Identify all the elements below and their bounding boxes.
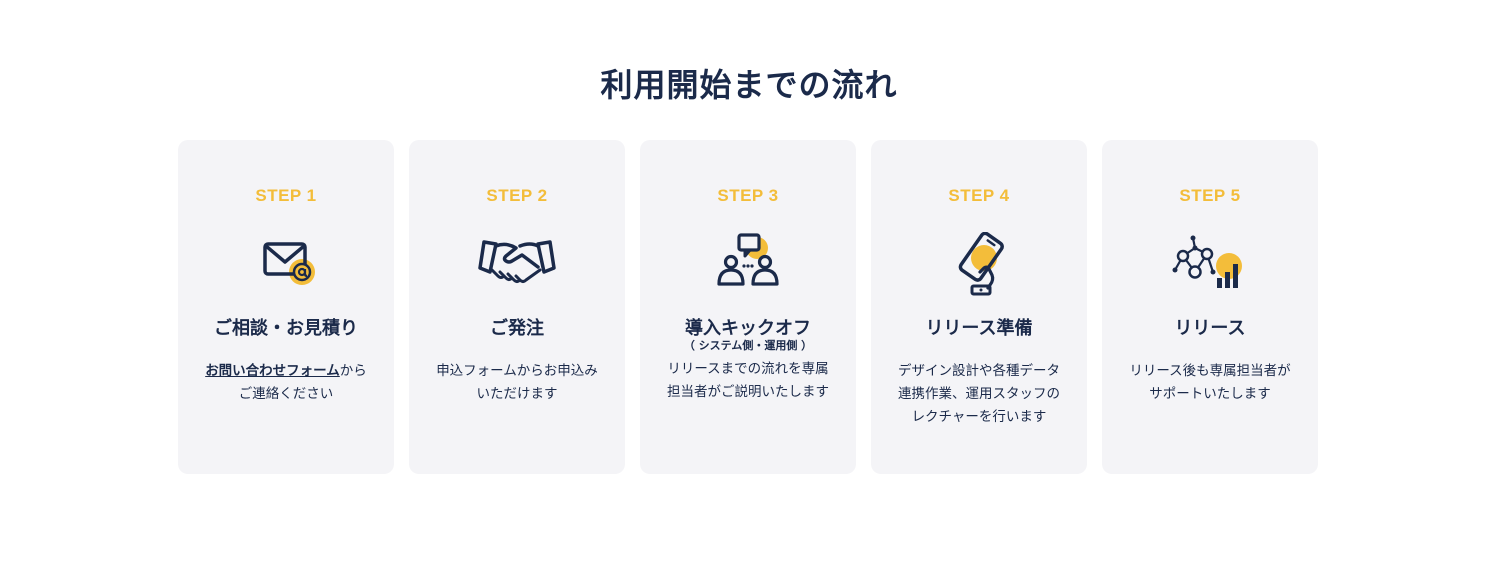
step-title: リリース	[1174, 318, 1246, 339]
step-title: ご発注	[490, 318, 544, 339]
step-card-2: STEP 2 ご発注 申込フォームからお申込み いただけます	[409, 140, 625, 474]
handshake-icon	[472, 232, 562, 296]
desc-line: 連携作業、運用スタッフの	[898, 386, 1060, 402]
step-label: STEP 1	[255, 186, 317, 205]
desc-line: リリースまでの流れを専属	[667, 361, 829, 377]
step-description: 申込フォームからお申込み いただけます	[419, 360, 615, 406]
inquiry-form-link[interactable]: お問い合わせフォーム	[205, 363, 340, 379]
step-title: 導入キックオフ	[685, 318, 811, 339]
steps-list: STEP 1 ご相談・お見積り お問い合わせフォームから ご連絡ください STE…	[178, 140, 1318, 474]
meeting-chat-icon	[703, 232, 793, 296]
desc-line: サポートいたします	[1149, 386, 1271, 402]
step-title: ご相談・お見積り	[214, 318, 358, 339]
network-chart-icon	[1165, 232, 1255, 296]
desc-line: 申込フォームからお申込み	[436, 363, 598, 379]
desc-line: レクチャーを行います	[911, 409, 1047, 425]
desc-line: ご連絡ください	[238, 386, 334, 402]
smartphone-hand-icon	[934, 232, 1024, 296]
desc-text: から	[339, 363, 367, 379]
mail-at-icon	[241, 232, 331, 296]
step-label: STEP 2	[486, 186, 548, 205]
step-description: リリースまでの流れを専属 担当者がご説明いたします	[650, 358, 846, 404]
page-title: 利用開始までの流れ	[600, 66, 898, 104]
step-card-3: STEP 3 導入キックオフ （ システム側・運用側 ） リリースまでの流れを専…	[640, 140, 856, 474]
desc-line: デザイン設計や各種データ	[898, 363, 1060, 379]
step-description: リリース後も専属担当者が サポートいたします	[1112, 360, 1308, 406]
step-label: STEP 5	[1179, 186, 1241, 205]
step-description: お問い合わせフォームから ご連絡ください	[188, 360, 384, 406]
step-description: デザイン設計や各種データ 連携作業、運用スタッフの レクチャーを行います	[881, 360, 1077, 429]
desc-line: いただけます	[476, 386, 558, 402]
step-card-5: STEP 5 リリー	[1102, 140, 1318, 474]
step-label: STEP 4	[948, 186, 1010, 205]
step-label: STEP 3	[717, 186, 779, 205]
step-subtitle: （ システム側・運用側 ）	[683, 339, 813, 352]
step-title: リリース準備	[925, 318, 1033, 339]
step-card-4: STEP 4 リリース準備 デザイン設計や各種データ 連携作業、運用スタッフの …	[871, 140, 1087, 474]
desc-line: リリース後も専属担当者が	[1129, 363, 1291, 379]
desc-line: 担当者がご説明いたします	[667, 384, 829, 400]
step-card-1: STEP 1 ご相談・お見積り お問い合わせフォームから ご連絡ください	[178, 140, 394, 474]
